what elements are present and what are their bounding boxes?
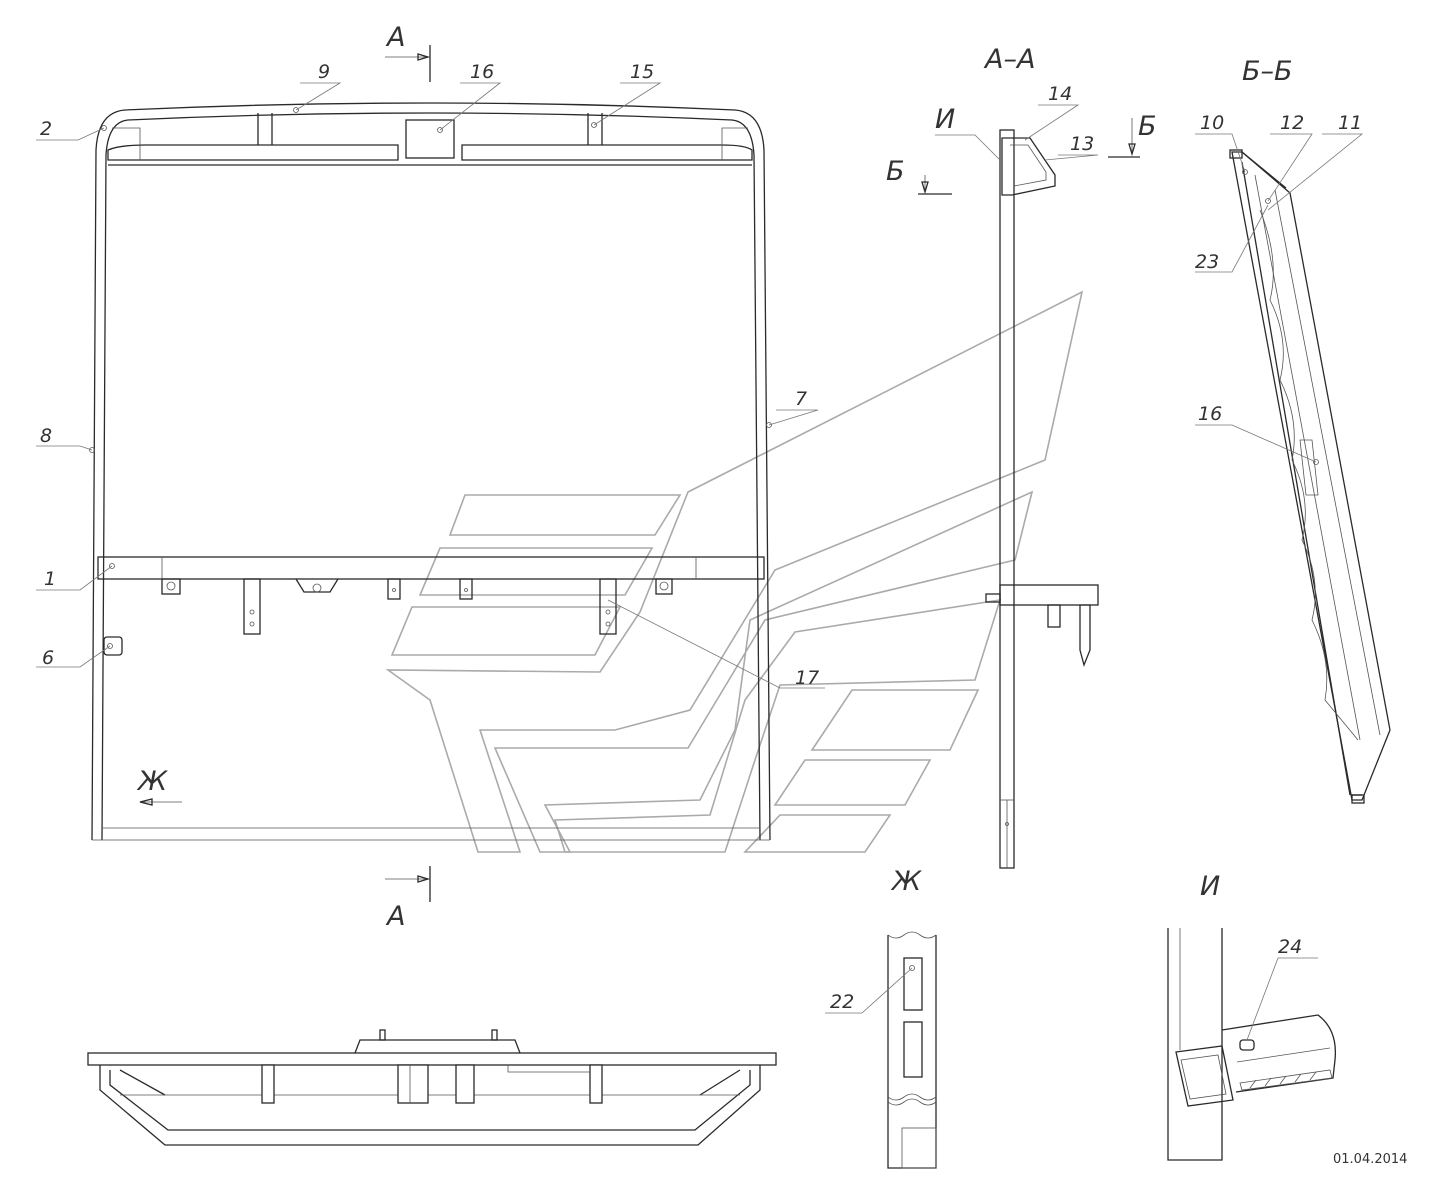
title-section-bb: Б–Б: [1242, 56, 1293, 87]
title-view-zh: Ж: [890, 866, 922, 897]
section-mark-a-top: А: [385, 22, 405, 53]
callout-13: 13: [1070, 133, 1094, 155]
detail-mark-i: И: [935, 104, 955, 135]
callout-22: 22: [830, 991, 854, 1013]
callout-15: 15: [630, 61, 654, 83]
callout-10: 10: [1200, 112, 1224, 134]
title-view-i: И: [1200, 871, 1220, 902]
callout-1: 1: [44, 568, 56, 590]
section-mark-a-bottom: А: [385, 901, 405, 932]
view-i: [1167, 928, 1337, 1161]
section-mark-b-left: Б: [886, 156, 905, 187]
callout-6: 6: [42, 647, 54, 669]
section-mark-b-right: Б: [1138, 111, 1157, 142]
drawing-date: 01.04.2014: [1333, 1152, 1407, 1167]
section-aa-view: [918, 118, 1140, 869]
leaders-section-bb: [1195, 133, 1364, 463]
callout-14: 14: [1048, 83, 1072, 105]
watermark-logo: [385, 290, 1084, 853]
callout-24: 24: [1278, 936, 1302, 958]
callout-8: 8: [40, 425, 52, 447]
callout-7: 7: [795, 388, 807, 410]
leaders-section-aa: [935, 104, 1099, 161]
main-front-view: [89, 45, 772, 902]
callout-23: 23: [1195, 251, 1219, 273]
callout-12: 12: [1280, 112, 1304, 134]
callout-9: 9: [318, 61, 330, 83]
labels: А А Ж Б Б И А–А Б–Б Ж И 2 9 16 15 8 7 1 …: [40, 22, 1407, 1167]
view-zh: [825, 931, 937, 1169]
callout-16-bb: 16: [1198, 403, 1222, 425]
title-section-aa: А–А: [983, 44, 1035, 75]
view-arrow-zh: Ж: [136, 766, 168, 797]
plan-view: [87, 1029, 777, 1146]
callout-2: 2: [40, 118, 52, 140]
callout-11: 11: [1338, 112, 1362, 134]
section-bb-view: [1229, 149, 1391, 804]
leaders-main: [36, 82, 825, 689]
callout-16: 16: [470, 61, 494, 83]
callout-17: 17: [795, 667, 819, 689]
